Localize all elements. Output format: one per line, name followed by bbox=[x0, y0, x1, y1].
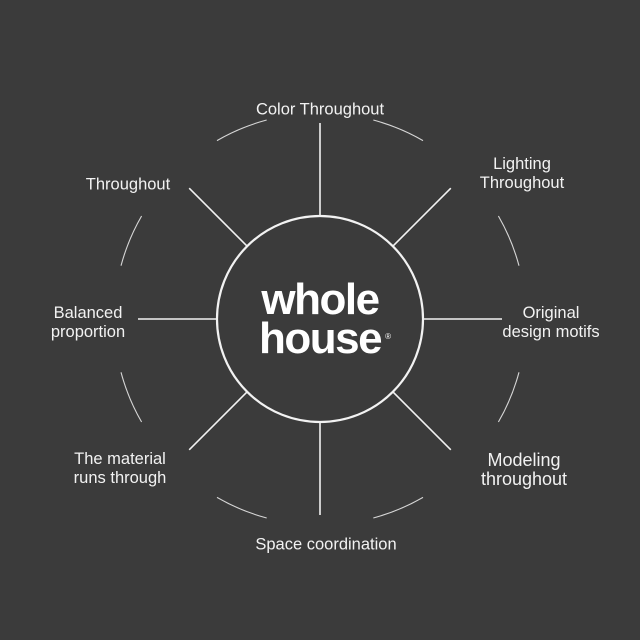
center-title-line2: house bbox=[258, 314, 383, 363]
registered-mark: ® bbox=[385, 332, 392, 341]
outer-ring-arc bbox=[216, 119, 267, 142]
node-top: Color Throughout bbox=[255, 100, 385, 119]
node-top-left: Throughout bbox=[85, 175, 171, 194]
outer-ring-arc bbox=[120, 215, 143, 266]
center-title-line1: whole bbox=[261, 275, 380, 324]
spoke-bottom-right bbox=[392, 391, 452, 451]
outer-ring-arc bbox=[497, 215, 520, 266]
outer-ring-arc bbox=[120, 372, 143, 423]
outer-ring-arc bbox=[216, 496, 267, 519]
outer-ring-arc bbox=[373, 119, 424, 142]
spoke-top-left bbox=[188, 187, 248, 247]
center-title: whole house ® bbox=[259, 275, 391, 361]
spoke-bottom-left bbox=[188, 391, 248, 451]
outer-ring-arc bbox=[497, 372, 520, 423]
outer-ring-arc bbox=[373, 496, 424, 519]
node-bottom: Space coordination bbox=[255, 535, 397, 554]
spoke-top-right bbox=[392, 187, 452, 247]
